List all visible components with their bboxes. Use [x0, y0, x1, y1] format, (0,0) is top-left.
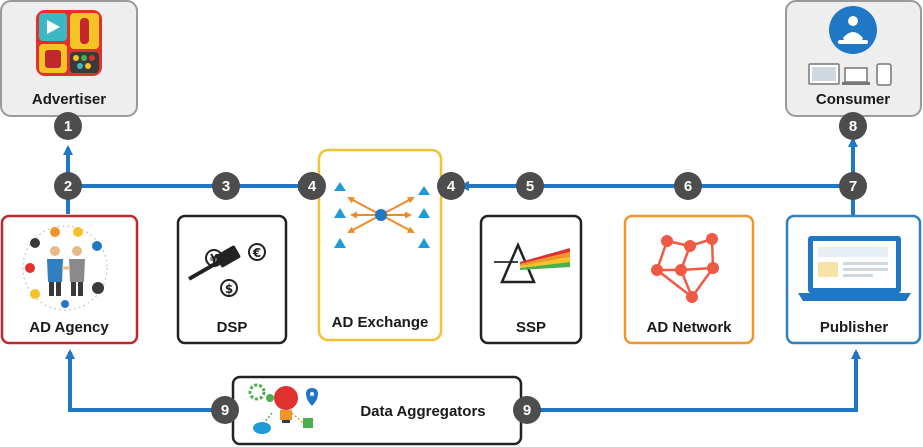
- ad-agency-label: AD Agency: [29, 319, 109, 336]
- svg-text:9: 9: [523, 402, 531, 419]
- svg-text:9: 9: [221, 402, 229, 419]
- network-nodes-icon: [651, 233, 719, 303]
- data-aggregators-node[interactable]: Data Aggregators: [231, 375, 523, 446]
- step-badge-3: 3: [212, 172, 240, 200]
- step-badge-4-right: 4: [437, 172, 465, 200]
- svg-text:1: 1: [64, 118, 72, 135]
- svg-text:7: 7: [849, 178, 857, 195]
- dsp-node[interactable]: ¥ € $ DSP: [176, 214, 288, 345]
- svg-text:4: 4: [308, 178, 317, 195]
- dsp-label: DSP: [217, 319, 248, 336]
- lightbulb-gears-icon: [248, 383, 318, 434]
- step-badge-7: 7: [839, 172, 867, 200]
- svg-text:8: 8: [849, 118, 857, 135]
- step-badge-9-left: 9: [211, 396, 239, 424]
- publisher-node[interactable]: Publisher: [785, 214, 922, 345]
- hub-arrows-icon: [334, 182, 430, 248]
- svg-text:5: 5: [526, 178, 534, 195]
- app-icons-grid-icon: [36, 10, 102, 76]
- advertiser-label: Advertiser: [32, 91, 106, 108]
- arrow-aggregators-to-publisher: [522, 349, 861, 412]
- person-meditating-devices-icon: [808, 6, 892, 86]
- svg-text:€: €: [252, 246, 261, 260]
- step-badge-2: 2: [54, 172, 82, 200]
- step-badge-6: 6: [674, 172, 702, 200]
- business-people-handshake-icon: [22, 225, 108, 311]
- ad-agency-node[interactable]: AD Agency: [0, 214, 139, 345]
- step-badge-8: 8: [839, 112, 867, 140]
- ssp-label: SSP: [516, 319, 546, 336]
- step-badge-4-left: 4: [298, 172, 326, 200]
- arrow-aggregators-to-agency: [65, 349, 232, 412]
- svg-text:3: 3: [222, 178, 230, 195]
- data-aggregators-label: Data Aggregators: [360, 403, 485, 420]
- auction-gavel-currency-icon: ¥ € $: [188, 243, 266, 297]
- step-badge-9-right: 9: [513, 396, 541, 424]
- prism-spectrum-icon: [494, 241, 570, 284]
- step-badges: 1 2 3 4 4 5 6 7: [54, 112, 867, 424]
- laptop-icon: [798, 236, 911, 301]
- ad-network-node[interactable]: AD Network: [623, 214, 755, 345]
- step-badge-1: 1: [54, 112, 82, 140]
- ad-exchange-label: AD Exchange: [332, 314, 429, 331]
- svg-text:2: 2: [64, 178, 72, 195]
- ssp-node[interactable]: SSP: [479, 214, 583, 345]
- svg-text:6: 6: [684, 178, 692, 195]
- svg-text:$: $: [225, 282, 233, 296]
- svg-text:4: 4: [447, 178, 456, 195]
- advertiser-node[interactable]: Advertiser: [0, 0, 138, 117]
- publisher-label: Publisher: [820, 319, 889, 336]
- ad-exchange-node[interactable]: AD Exchange: [317, 148, 443, 342]
- ad-network-label: AD Network: [646, 319, 732, 336]
- consumer-node[interactable]: Consumer: [785, 0, 922, 117]
- step-badge-5: 5: [516, 172, 544, 200]
- svg-text:¥: ¥: [210, 252, 219, 266]
- consumer-label: Consumer: [816, 91, 890, 108]
